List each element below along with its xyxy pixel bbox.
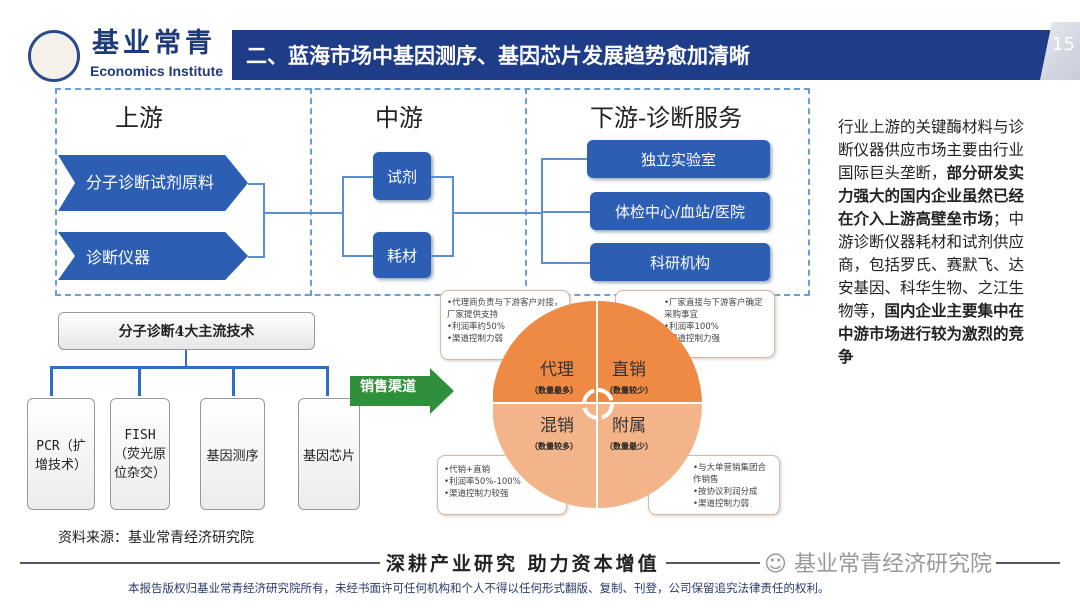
midstream-label: 中游 [375, 104, 423, 132]
footer-slogan: 深耕产业研究 助力资本增值 [380, 549, 666, 576]
sales-channel-arrow [350, 368, 454, 414]
connector [50, 366, 53, 396]
logo-english-name: Economics Institute [90, 63, 224, 79]
quadrant-agent-label: 代理 [540, 360, 574, 380]
quadrant-mixed-label: 混销 [540, 416, 574, 436]
institute-logo [28, 30, 80, 82]
connector [232, 366, 235, 396]
connector [138, 366, 141, 396]
connector [50, 366, 328, 369]
bullet: •渠道控制力较强 [444, 489, 509, 499]
connector [248, 256, 264, 258]
tech-fish: FISH（荧光原位杂交） [110, 398, 170, 510]
downstream-item-independent-lab: 独立实验室 [587, 140, 770, 178]
wechat-icon: ☺ [764, 552, 794, 577]
source-note: 资料来源：基业常青经济研究院 [58, 530, 254, 546]
quadrant-direct [598, 301, 702, 402]
connector [342, 255, 374, 257]
midstream-item-consumables: 耗材 [373, 232, 431, 278]
copyright-notice: 本报告版权归基业常青经济研究院所有，未经书面许可任何机构和个人不得以任何形式翻版… [128, 581, 830, 595]
connector [248, 183, 264, 185]
quadrant-direct-note: （数量较少） [605, 386, 653, 395]
bullet: •代理商负责与下游客户对接，厂家提供支持 [447, 298, 563, 320]
upstream-item-reagent-materials: 分子诊断试剂原料 [58, 155, 248, 211]
quadrant-agent [493, 301, 596, 402]
connector [185, 350, 187, 367]
bullet: •利润率100% [664, 322, 719, 332]
analysis-p1: 行业上游的关键酶材料与诊断仪器供应市场主要由行业国际巨头垄断， [838, 118, 1025, 182]
bullet: •按协议利润分成 [693, 487, 758, 497]
connector [326, 366, 329, 396]
connector [541, 158, 587, 160]
callout-direct: •厂家直接与下游客户确定采购事宜 •利润率100% •渠道控制力强 [615, 290, 775, 358]
connector [431, 176, 453, 178]
bullet: •利润率50%-100% [444, 477, 521, 487]
downstream-item-hospitals: 体检中心/血站/医院 [590, 192, 770, 230]
quadrant-affiliate-note: （数量最少） [605, 442, 653, 451]
quadrant-mixed [493, 404, 596, 508]
bullet: •渠道控制力弱 [693, 499, 750, 509]
connector [342, 176, 374, 178]
logo-chinese-name: 基业常青 [92, 28, 216, 59]
connector [452, 176, 454, 257]
connector [541, 158, 543, 263]
analysis-p2: 部分研发实力强大的国内企业虽然已经在介入上游高壁垒市场 [838, 164, 1025, 228]
quadrant-agent-note: （数量最多） [530, 386, 578, 395]
bullet: •厂家直接与下游客户确定采购事宜 [664, 298, 763, 320]
watermark: ☺ 基业常青经济研究院 [760, 546, 996, 578]
downstream-label: 下游-诊断服务 [590, 104, 743, 132]
divider [525, 88, 527, 296]
connector [431, 255, 453, 257]
quadrant-direct-label: 直销 [612, 360, 646, 380]
analysis-text: 行业上游的关键酶材料与诊断仪器供应市场主要由行业国际巨头垄断，部分研发实力强大的… [838, 116, 1038, 369]
quadrant-affiliate [598, 404, 702, 508]
industry-chain-frame [55, 88, 810, 296]
analysis-p3: ；中游诊断仪器耗材和试剂供应商，包括罗氏、赛默飞、达安基因、科华生物、之江生物等… [838, 210, 1025, 320]
bullet: •与大单营销集团合作销售 [693, 463, 767, 485]
bullet: •渠道控制力强 [664, 334, 721, 344]
midstream-item-reagent: 试剂 [373, 152, 431, 200]
sales-channel-quadrant-chart [493, 301, 702, 508]
bullet: •渠道控制力弱 [447, 334, 504, 344]
watermark-text: 基业常青经济研究院 [793, 552, 992, 577]
upstream-label: 上游 [115, 104, 163, 132]
sales-channel-label: 销售渠道 [360, 379, 416, 395]
connector [452, 212, 542, 214]
tech-sequencing: 基因测序 [200, 398, 265, 510]
analysis-p4: 国内企业主要集中在中游市场进行较为激烈的竞争 [838, 302, 1025, 366]
downstream-item-research: 科研机构 [590, 243, 770, 281]
connector [342, 176, 344, 256]
tech-pcr: PCR（扩增技术） [27, 398, 95, 510]
tech-chip: 基因芯片 [298, 398, 360, 510]
bullet: •代销+直销 [444, 465, 491, 475]
upstream-item-instruments: 诊断仪器 [58, 232, 248, 280]
bullet: •利润率约50% [447, 322, 505, 332]
divider [310, 88, 312, 296]
quadrant-mixed-note: （数量较多） [530, 442, 578, 451]
center-cycle-icon [582, 388, 614, 420]
connector [263, 212, 343, 214]
page-number: 15 [1052, 34, 1075, 55]
tech-title: 分子诊断4大主流技术 [58, 312, 315, 350]
connector [541, 262, 590, 264]
connector [541, 211, 590, 213]
slide-title: 二、蓝海市场中基因测序、基因芯片发展趋势愈加清晰 [232, 30, 1054, 80]
connector [263, 183, 265, 258]
quadrant-affiliate-label: 附属 [612, 416, 646, 436]
